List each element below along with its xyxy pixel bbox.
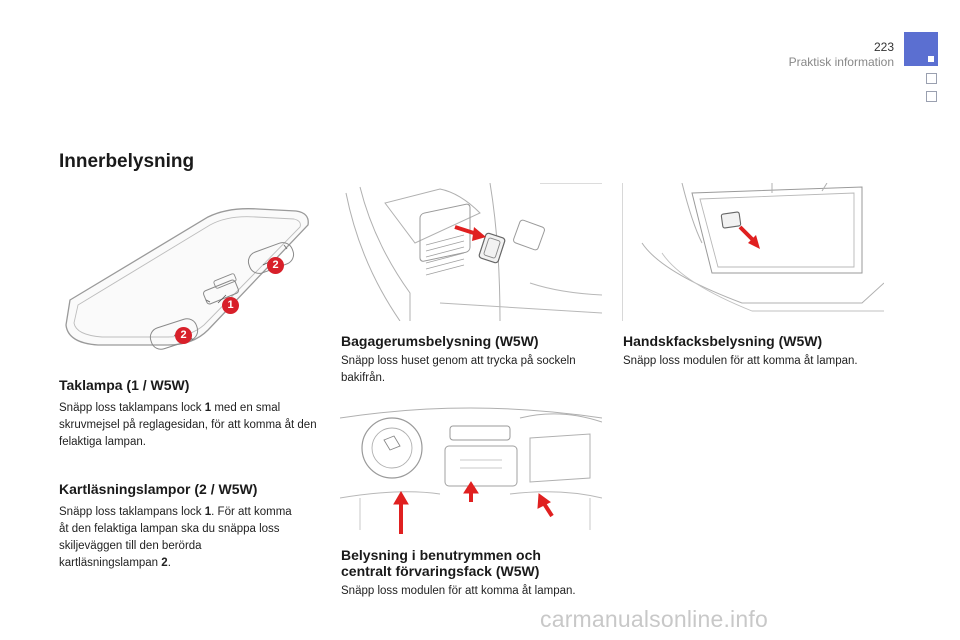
heading-glovebox-lamp: Handskfacksbelysning (W5W): [623, 333, 823, 349]
callout-badge-1: 1: [222, 297, 239, 314]
text-glovebox-lamp: Snäpp loss modulen för att komma åt lamp…: [623, 355, 858, 367]
footwell-lamp-illustration: [340, 398, 602, 536]
text-footwell-lamp: Snäpp loss modulen för att komma åt lamp…: [341, 585, 576, 597]
watermark: carmanualsonline.info: [540, 606, 768, 632]
callout-badge-2-top: 2: [267, 257, 284, 274]
page-title: Innerbelysning: [59, 151, 195, 172]
luggage-lamp-illustration: [340, 183, 602, 321]
callout-badge-2-bottom: 2: [175, 327, 192, 344]
text-ceiling-lamp: Snäpp loss taklampans lock 1 med en smal…: [59, 402, 317, 448]
glovebox-lamp-illustration: [622, 183, 884, 321]
heading-luggage-lamp: Bagagerumsbelysning (W5W): [341, 333, 539, 349]
heading-ceiling-lamp: Taklampa (1 / W5W): [59, 377, 190, 393]
page-number: 223: [873, 40, 894, 54]
tab-box-2: [926, 91, 937, 102]
section-title: Praktisk information: [788, 55, 894, 69]
text-luggage-lamp: Snäpp loss huset genom att trycka på soc…: [341, 355, 576, 384]
chapter-tab-marker: [928, 56, 934, 62]
heading-reading-lamps: Kartläsningslampor (2 / W5W): [59, 481, 258, 497]
ceiling-lamp-illustration: [58, 205, 318, 355]
text-reading-lamps: Snäpp loss taklampans lock 1. För att ko…: [59, 506, 292, 569]
tab-box-1: [926, 73, 937, 84]
